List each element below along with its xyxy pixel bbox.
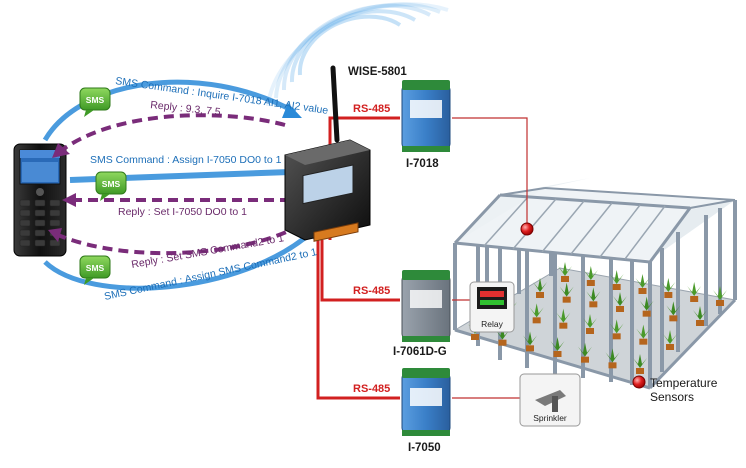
plant — [605, 348, 620, 369]
relay-device: Relay — [469, 281, 515, 333]
plant — [559, 282, 574, 303]
module-label-i7061dg: I-7061D-G — [393, 346, 447, 358]
plant-rows — [468, 262, 727, 374]
message-command-1: SMS Command : Inquire I-7018 AI1, AI2 va… — [115, 75, 330, 117]
legend-line-2: Sensors — [650, 390, 694, 404]
plant — [663, 330, 677, 350]
plant — [661, 278, 676, 298]
plant — [613, 292, 627, 312]
module-i7018 — [401, 80, 451, 152]
legend-sensor-icon — [632, 375, 646, 389]
message-reply-2: Reply : Set I-7050 DO0 to 1 — [118, 206, 247, 218]
plant — [550, 337, 565, 357]
plant — [609, 270, 624, 290]
plant — [586, 287, 601, 308]
arrow-command-3 — [43, 230, 314, 291]
svg-text:Sprinkler: Sprinkler — [533, 413, 567, 423]
plant — [556, 308, 571, 329]
legend-line-1: Temperature — [650, 376, 718, 390]
plant — [523, 331, 537, 352]
sprinkler-device: Sprinkler — [519, 373, 581, 427]
sms-badge-2: SMS — [95, 171, 127, 201]
plant — [533, 278, 547, 298]
plant — [633, 354, 647, 374]
plant — [693, 306, 707, 326]
svg-text:Relay: Relay — [481, 319, 503, 329]
temperature-sensor-icon — [520, 222, 534, 236]
wireless-signal-icon — [266, 2, 449, 107]
plant — [636, 324, 651, 345]
svg-text:SMS: SMS — [86, 95, 105, 105]
svg-text:SMS: SMS — [102, 179, 121, 189]
sms-badge-1: SMS — [79, 87, 111, 117]
sms-badge-3: SMS — [79, 255, 111, 285]
rs485-label-3: RS-485 — [353, 383, 390, 395]
plant — [495, 325, 510, 346]
plant — [666, 301, 681, 322]
module-i7050 — [401, 368, 451, 436]
plant — [635, 274, 650, 294]
module-label-i7050: I-7050 — [408, 442, 441, 454]
plant — [578, 342, 592, 363]
rs485-label-2: RS-485 — [353, 285, 390, 297]
rs485-label-1: RS-485 — [353, 103, 390, 115]
svg-text:SMS: SMS — [86, 263, 105, 273]
wise-gateway — [284, 65, 371, 242]
module-label-i7018: I-7018 — [406, 158, 439, 170]
plant — [583, 266, 598, 286]
message-command-2: SMS Command : Assign I-7050 DO0 to 1 — [90, 154, 282, 166]
gateway-label: WISE-5801 — [348, 66, 407, 78]
plant — [583, 314, 597, 334]
arrow-command-1 — [42, 79, 297, 142]
plant — [609, 319, 624, 340]
arrow-reply-3 — [57, 223, 302, 256]
legend: Temperature Sensors — [632, 375, 718, 404]
arrow-reply-1 — [60, 113, 286, 152]
plant — [529, 303, 544, 324]
module-i7061dg — [401, 270, 451, 342]
sensor-wiring — [452, 117, 528, 399]
greenhouse — [453, 178, 737, 390]
plant — [713, 286, 727, 306]
mobile-phone — [13, 143, 67, 257]
plant — [639, 296, 654, 317]
plant — [558, 262, 572, 282]
plant — [687, 282, 702, 302]
